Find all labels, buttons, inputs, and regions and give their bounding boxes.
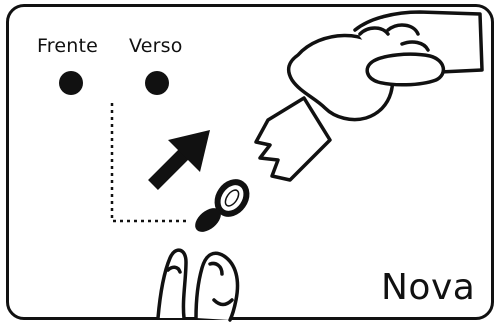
front-label: Frente xyxy=(37,35,98,57)
back-dot-icon xyxy=(145,71,169,95)
lower-hand-icon xyxy=(158,250,238,320)
front-dot-icon xyxy=(59,71,83,95)
tool-hand-icon xyxy=(256,12,482,180)
new-label: Nova xyxy=(381,267,475,308)
back-label: Verso xyxy=(129,35,183,57)
arrow-icon xyxy=(153,130,210,185)
